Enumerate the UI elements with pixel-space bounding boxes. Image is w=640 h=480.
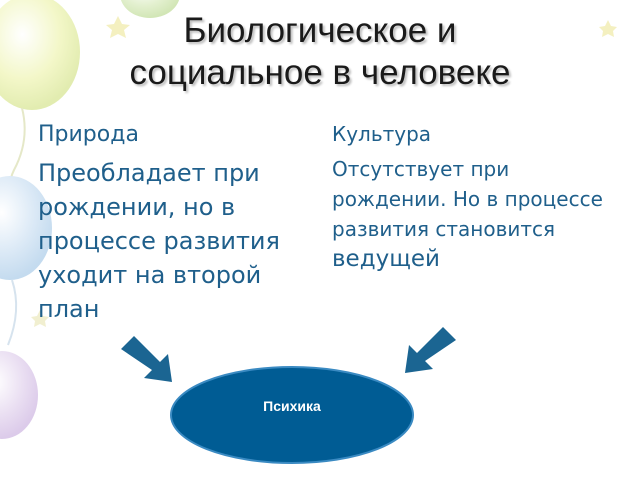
culture-column: Культура Отсутствует при рождении. Но в … (332, 120, 622, 274)
arrow-down-right-icon (121, 336, 172, 382)
culture-heading: Культура (332, 122, 432, 146)
culture-description-emphasis: ведущей (332, 246, 440, 272)
culture-description: Отсутствует при рождении. Но в процессе … (332, 154, 622, 274)
culture-description-text: Отсутствует при рождении. Но в процессе … (332, 157, 603, 241)
nature-heading: Природа (38, 122, 139, 147)
balloon-lilac (0, 351, 38, 439)
nature-description: Преобладает при рождении, но в процессе … (38, 159, 280, 323)
balloon-string (7, 279, 18, 346)
psyche-label: Психика (263, 398, 321, 414)
title-line-1: Биологическое и (183, 11, 457, 50)
balloon-blue (0, 176, 52, 280)
nature-column: Природа Преобладает при рождении, но в п… (38, 120, 323, 326)
arrow-down-left-icon (405, 327, 456, 373)
slide-title: Биологическое и социальное в человеке (40, 10, 600, 94)
balloon-yellow (0, 0, 80, 110)
title-line-2: социальное в человеке (129, 53, 511, 92)
balloon-green (120, 0, 180, 18)
psyche-ellipse (170, 366, 414, 464)
